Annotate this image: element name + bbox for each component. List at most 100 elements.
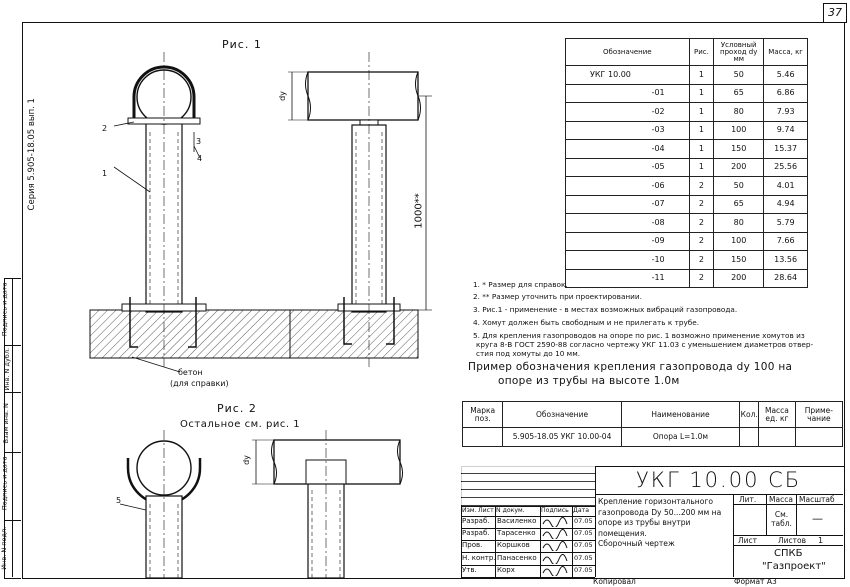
org-line1: СПКБ: [774, 548, 803, 559]
org-line2: "Газпроект": [762, 561, 826, 572]
concrete-label: бетон: [178, 368, 203, 377]
gas-pipe-side: [307, 71, 419, 121]
stamp-label: Подпись и дата: [0, 282, 9, 337]
footer-format: Формат А3: [734, 577, 777, 586]
anchor-bolt-right: [188, 297, 197, 348]
callout-3: 3: [196, 137, 202, 146]
callout-5: 5: [116, 496, 122, 505]
note-3: 3. Рис.1 - применение - в местах возможн…: [473, 305, 738, 314]
mass-value: См. табл.: [771, 510, 792, 528]
dim-dy-fig2: dy: [241, 455, 251, 465]
spec-col-du: Условный проход dy мм: [713, 38, 765, 66]
title-divider: [796, 494, 797, 535]
sheets-label: Листов: [778, 536, 807, 545]
bom-table: Марка поз. Обозначение Наименование Кол.…: [461, 401, 844, 447]
figure2-drawing: [119, 430, 403, 578]
bom-header: Марка поз. Обозначение Наименование Кол.…: [461, 401, 844, 428]
stamp-label: Инв. N подл.: [0, 526, 9, 570]
concrete-note: (для справки): [170, 379, 229, 388]
note-5-cont: круга 8-В ГОСТ 2590-88 согласно чертежу …: [476, 340, 814, 349]
stamp-divider: [4, 392, 21, 393]
note-1: 1. * Размер для справок.: [473, 280, 568, 289]
title-code: УКГ 10.00 СБ: [636, 468, 802, 492]
bom-col-qty: Кол.: [739, 401, 760, 428]
callout-4: 4: [197, 154, 203, 163]
staff-divider: [540, 506, 541, 577]
title-divider: [733, 504, 843, 505]
staff-divider: [572, 506, 573, 577]
title-divider: [766, 494, 767, 535]
spec-col-fig: Рис.: [688, 38, 715, 66]
callout-2: 2: [102, 124, 108, 133]
footer-copied: Копировал: [593, 577, 636, 586]
spec-table: Обозначение Рис. Условный проход dy мм М…: [565, 38, 808, 288]
signature-mark: [542, 541, 568, 552]
clamp: [132, 65, 196, 122]
mass-label: Масса: [769, 495, 793, 504]
title-divider: [733, 535, 843, 536]
concrete-slab-left: [89, 309, 291, 359]
title-block: [461, 466, 844, 578]
example-line2: опоре из трубы на высоте 1.0м: [498, 375, 680, 387]
scale-label: Масштаб: [799, 495, 835, 504]
title-divider: [595, 494, 843, 495]
staff-divider: [495, 506, 496, 577]
staff-cols-header: Изм. Лист N докум. Подпись Дата: [461, 506, 595, 517]
figure1-drawing: [89, 52, 432, 373]
note-4: 4. Хомут должен быть свободным и не прил…: [473, 318, 700, 327]
scale-value: —: [812, 512, 823, 525]
stamp-label: Подпись и дата: [0, 456, 9, 511]
example-line1: Пример обозначения крепления газопровода…: [468, 361, 793, 373]
lit-label: Лит.: [739, 495, 757, 504]
spec-table-header: Обозначение Рис. Условный проход dy мм М…: [565, 38, 808, 66]
stamp-divider: [4, 345, 21, 346]
bom-col-note: Приме- чание: [794, 401, 844, 428]
signature-mark: [542, 565, 568, 576]
stamp-divider: [4, 452, 21, 453]
dim-dy-fig1: dy: [277, 91, 287, 101]
stamp-divider: [4, 520, 21, 521]
stamp-label: Инв. N дубл.: [3, 347, 12, 391]
concrete-slab-right: [289, 309, 419, 359]
title-divider: [595, 466, 596, 577]
page-number: 37: [828, 6, 842, 19]
sheet-label: Лист: [738, 536, 758, 545]
dim-height: 1000**: [413, 193, 425, 229]
title-divider: [733, 545, 843, 546]
signature-mark: [542, 529, 568, 540]
note-2: 2. ** Размер уточнить при проектировании…: [473, 292, 642, 301]
drawing-frame: [22, 22, 845, 579]
signature-mark: [542, 517, 568, 527]
note-5: 5. Для крепления газопроводов на опоре п…: [473, 331, 805, 340]
signature-mark: [542, 553, 568, 564]
title-description: Крепление горизонтального газопровода Dy…: [598, 497, 722, 548]
figure2-subtitle: Остальное см. рис. 1: [180, 419, 301, 430]
spec-col-designation: Обозначение: [565, 38, 690, 66]
left-stamp-strip-inner: [12, 278, 22, 577]
stamp-label: Взам инв. N: [1, 403, 10, 444]
callout-1: 1: [102, 169, 108, 178]
bom-col-name: Наименование: [620, 401, 741, 428]
sheets-value: 1: [818, 536, 824, 545]
bom-col-mass: Масса ед. кг: [758, 401, 796, 428]
anchor-bolt-left: [129, 297, 138, 348]
spec-col-mass: Масса, кг: [763, 38, 808, 66]
bom-col-mark: Марка поз.: [461, 401, 504, 428]
